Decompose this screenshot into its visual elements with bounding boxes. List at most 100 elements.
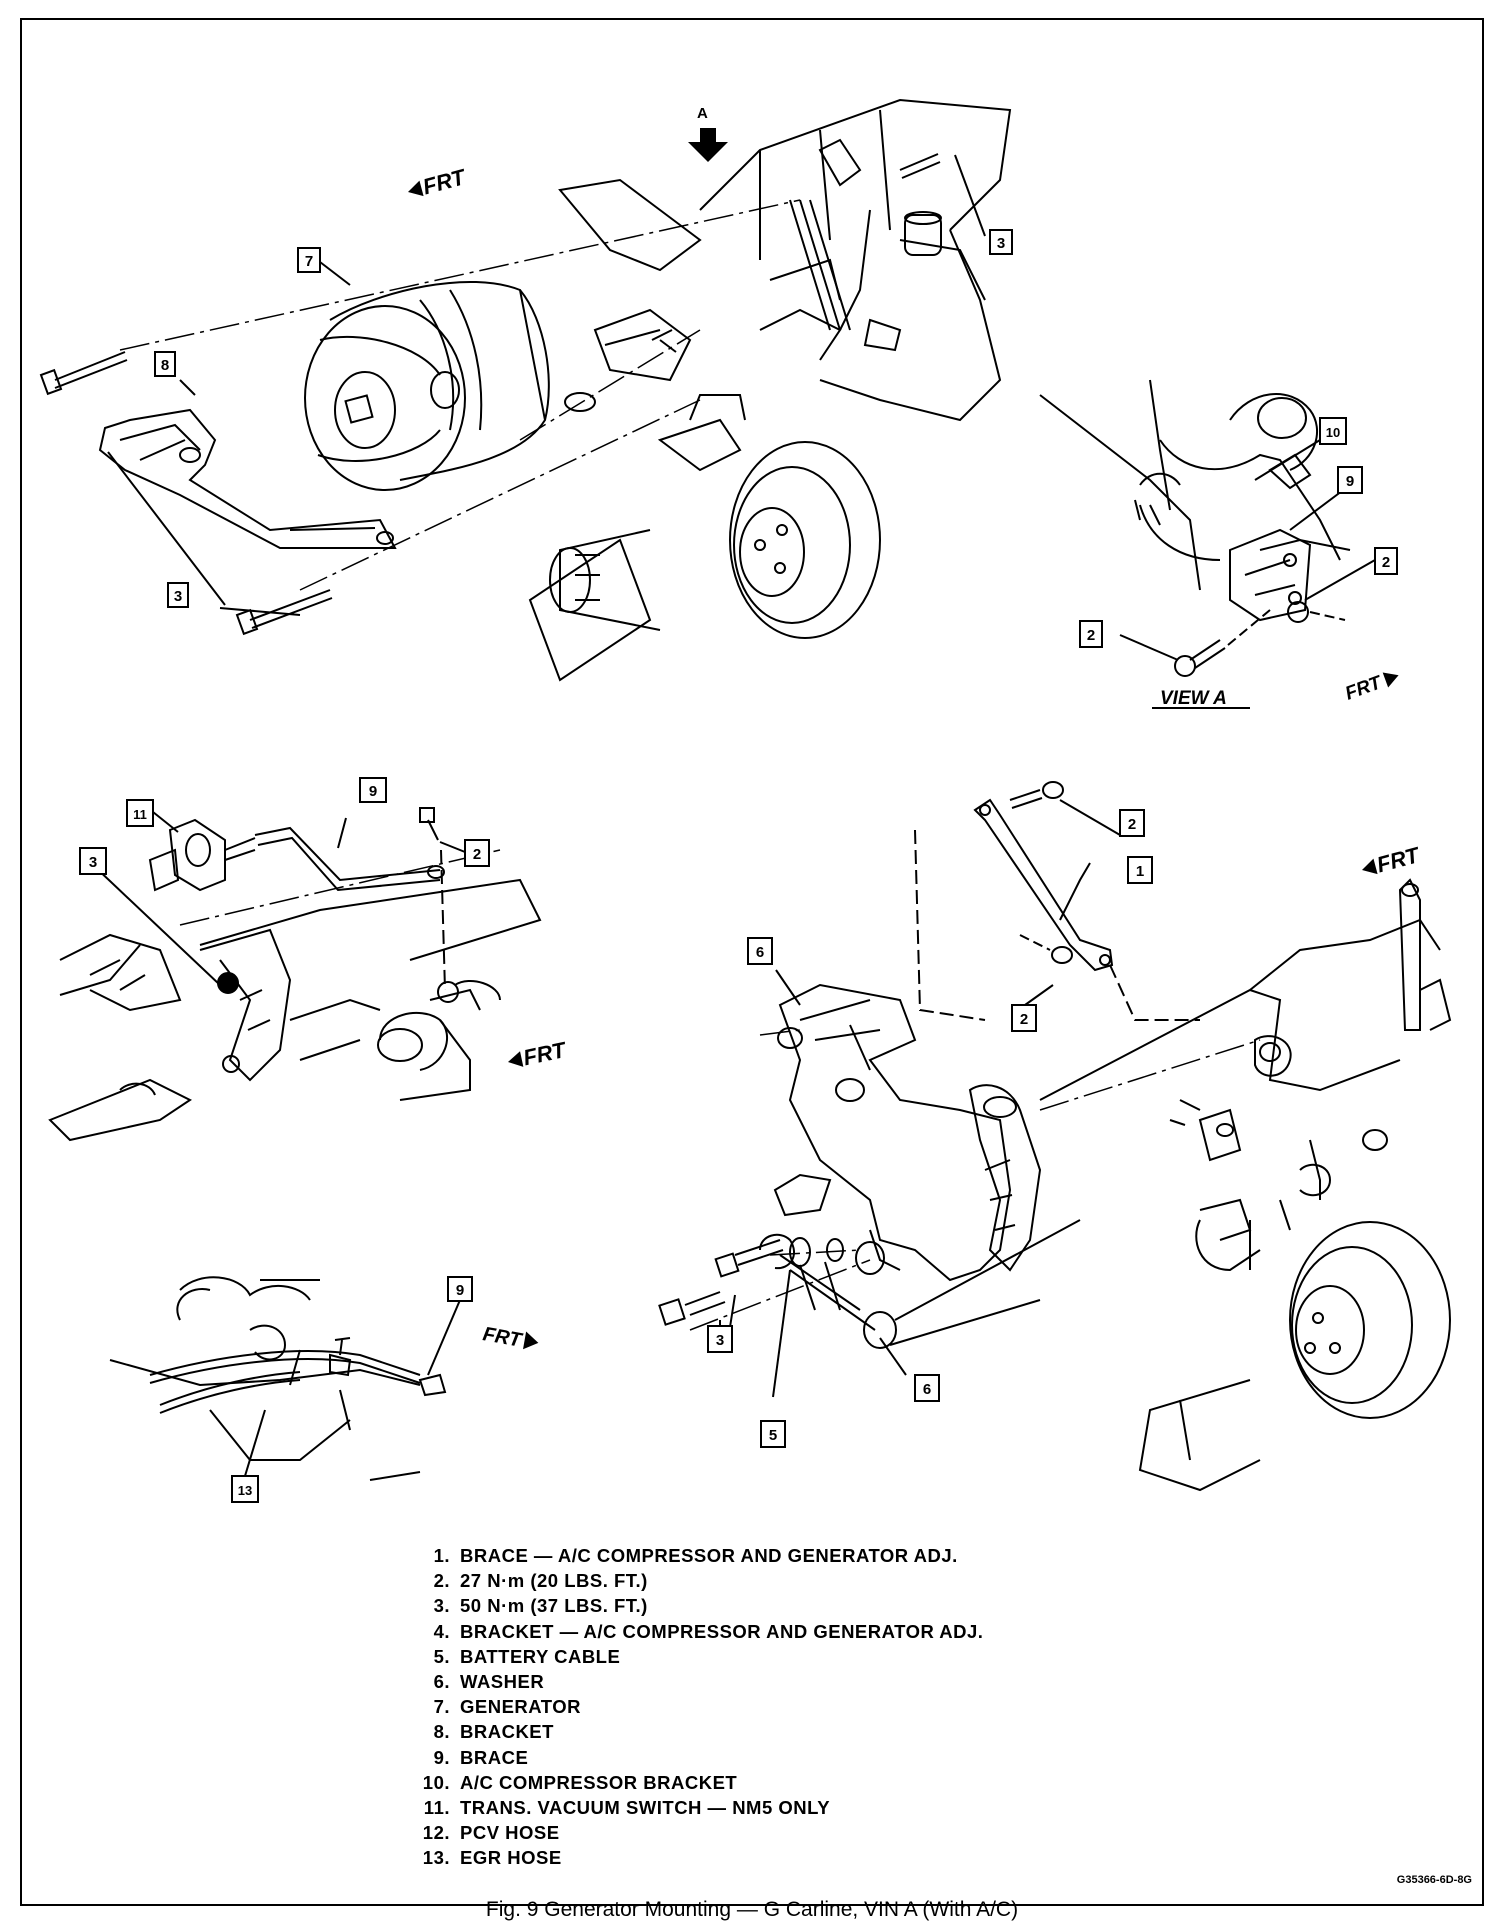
- legend-text: TRANS. VACUUM SWITCH — NM5 ONLY: [460, 1797, 831, 1819]
- callout-7: [297, 247, 321, 273]
- svg-text:10: 10: [1326, 425, 1340, 440]
- callout-9-view-a: [1337, 466, 1363, 494]
- generator-assembly-view: [39, 98, 1012, 682]
- legend-number: 5.: [433, 1645, 450, 1667]
- svg-text:FRT: FRT: [481, 1323, 525, 1352]
- legend-item: 11.TRANS. VACUUM SWITCH — NM5 ONLY: [412, 1795, 1232, 1820]
- svg-text:2: 2: [1087, 627, 1095, 644]
- svg-text:9: 9: [1346, 473, 1354, 490]
- trans-vacuum-switch: [168, 818, 226, 892]
- callout-2-middle: [464, 839, 490, 867]
- legend-number: 10.: [422, 1771, 450, 1793]
- svg-text:3: 3: [89, 854, 97, 871]
- front-indicator-1: FRT: [408, 164, 469, 200]
- compressor-bracket-view: [658, 781, 1452, 1492]
- legend-text: BRACE: [460, 1746, 529, 1768]
- legend-number: 4.: [433, 1620, 450, 1642]
- legend-text: BRACKET: [460, 1721, 554, 1743]
- callout-10: [1319, 417, 1347, 445]
- callout-6-bottom: [914, 1374, 940, 1402]
- svg-text:2: 2: [1020, 1011, 1028, 1028]
- svg-text:2: 2: [1128, 816, 1136, 833]
- brace-9-detail: [1229, 528, 1312, 622]
- brace-9-rod: [254, 826, 441, 892]
- svg-text:3: 3: [716, 1332, 724, 1349]
- legend-number: 13.: [422, 1847, 450, 1869]
- callout-2-view-a-right: [1374, 547, 1398, 575]
- svg-text:7: 7: [305, 253, 313, 270]
- brace-1: [973, 798, 1114, 972]
- view-a-arrow: A: [688, 105, 728, 162]
- figure-frame: [20, 18, 1484, 1906]
- callout-11: [126, 799, 154, 827]
- legend-item: 3.50 N·m (37 LBS. FT.): [412, 1593, 1232, 1618]
- generator-front: [304, 305, 466, 491]
- svg-text:8: 8: [161, 357, 169, 374]
- svg-text:3: 3: [997, 235, 1005, 252]
- legend-item: 4.BRACKET — A/C COMPRESSOR AND GENERATOR…: [412, 1619, 1232, 1644]
- callout-6-top: [747, 937, 773, 965]
- svg-text:6: 6: [756, 944, 764, 961]
- legend-item: 2. 27 N·m (20 LBS. FT.): [412, 1568, 1232, 1593]
- legend-item: 5.BATTERY CABLE: [412, 1644, 1232, 1669]
- svg-text:9: 9: [456, 1282, 464, 1299]
- callout-9-middle: [359, 777, 387, 803]
- svg-text:FRT: FRT: [1343, 672, 1386, 705]
- svg-text:11: 11: [133, 807, 147, 822]
- legend-number: 8.: [433, 1721, 450, 1743]
- front-indicator-5: FRT: [1362, 842, 1423, 878]
- legend-item: 6.WASHER: [412, 1669, 1232, 1694]
- view-a-arrow-label: A: [697, 105, 708, 122]
- legend-number: 6.: [433, 1671, 450, 1693]
- callout-13: [231, 1475, 259, 1503]
- legend-item: 12.PCV HOSE: [412, 1820, 1232, 1845]
- egr-hose-view: [109, 1276, 461, 1481]
- legend-text: PCV HOSE: [460, 1822, 560, 1844]
- callout-3-top-left: [167, 582, 189, 608]
- svg-text:2: 2: [1382, 554, 1390, 571]
- svg-text:2: 2: [473, 846, 481, 863]
- callout-2-brace-mid: [1011, 1004, 1037, 1032]
- callout-numbers: 7 8 3 3 10 9 2 2 11 9 2 3 2 1 2 6 3 6 5 …: [89, 235, 1390, 1498]
- legend-text: A/C COMPRESSOR BRACKET: [460, 1771, 738, 1793]
- callout-3-middle: [79, 847, 107, 875]
- svg-text:FRT: FRT: [1374, 842, 1423, 878]
- bracket-8: [98, 408, 397, 549]
- legend-item: 7. GENERATOR: [412, 1694, 1232, 1719]
- svg-text:FRT: FRT: [521, 1037, 569, 1071]
- legend-number: 7.: [433, 1696, 450, 1718]
- water-pump-pulley: [729, 441, 881, 639]
- figure-code: G35366-6D-8G: [1396, 1874, 1472, 1886]
- legend-number: 3.: [433, 1595, 450, 1617]
- svg-text:9: 9: [369, 783, 377, 800]
- legend-text: BRACE — A/C COMPRESSOR AND GENERATOR ADJ…: [460, 1545, 958, 1566]
- svg-text:1: 1: [1136, 863, 1144, 880]
- egr-hose: [149, 1350, 421, 1376]
- legend-text: 27 N·m (20 LBS. FT.): [460, 1570, 648, 1592]
- legend-text: GENERATOR: [460, 1696, 581, 1718]
- callout-3-top-right: [989, 229, 1013, 255]
- svg-text:5: 5: [769, 1427, 777, 1444]
- svg-text:FRT: FRT: [420, 164, 469, 200]
- bracket-3-plate: [199, 928, 292, 1082]
- legend-item: 10. A/C COMPRESSOR BRACKET: [412, 1770, 1232, 1795]
- legend-text: EGR HOSE: [460, 1847, 562, 1869]
- front-indicator-4: FRT: [481, 1323, 539, 1352]
- view-a-detail: [1039, 379, 1376, 709]
- callout-1: [1127, 856, 1153, 884]
- legend-number: 2.: [433, 1570, 450, 1592]
- figure-caption: Fig. 9 Generator Mounting — G Carline, V…: [485, 1898, 1019, 1921]
- callout-2-brace-top: [1119, 809, 1145, 837]
- legend-item: 1.BRACE — A/C COMPRESSOR AND GENERATOR A…: [412, 1543, 1232, 1568]
- parts-legend: 1.BRACE — A/C COMPRESSOR AND GENERATOR A…: [412, 1543, 1232, 1871]
- callout-boxes: [79, 229, 1398, 1503]
- bolt-3b: [249, 589, 333, 629]
- vacuum-switch-view: [48, 807, 542, 1142]
- bracket-4: [778, 983, 1012, 1282]
- front-indicator-3: FRT: [508, 1037, 569, 1071]
- callout-9-bottom: [447, 1276, 473, 1302]
- svg-text:13: 13: [238, 1483, 252, 1498]
- legend-item: 13. EGR HOSE: [412, 1845, 1232, 1870]
- callout-8: [154, 351, 176, 377]
